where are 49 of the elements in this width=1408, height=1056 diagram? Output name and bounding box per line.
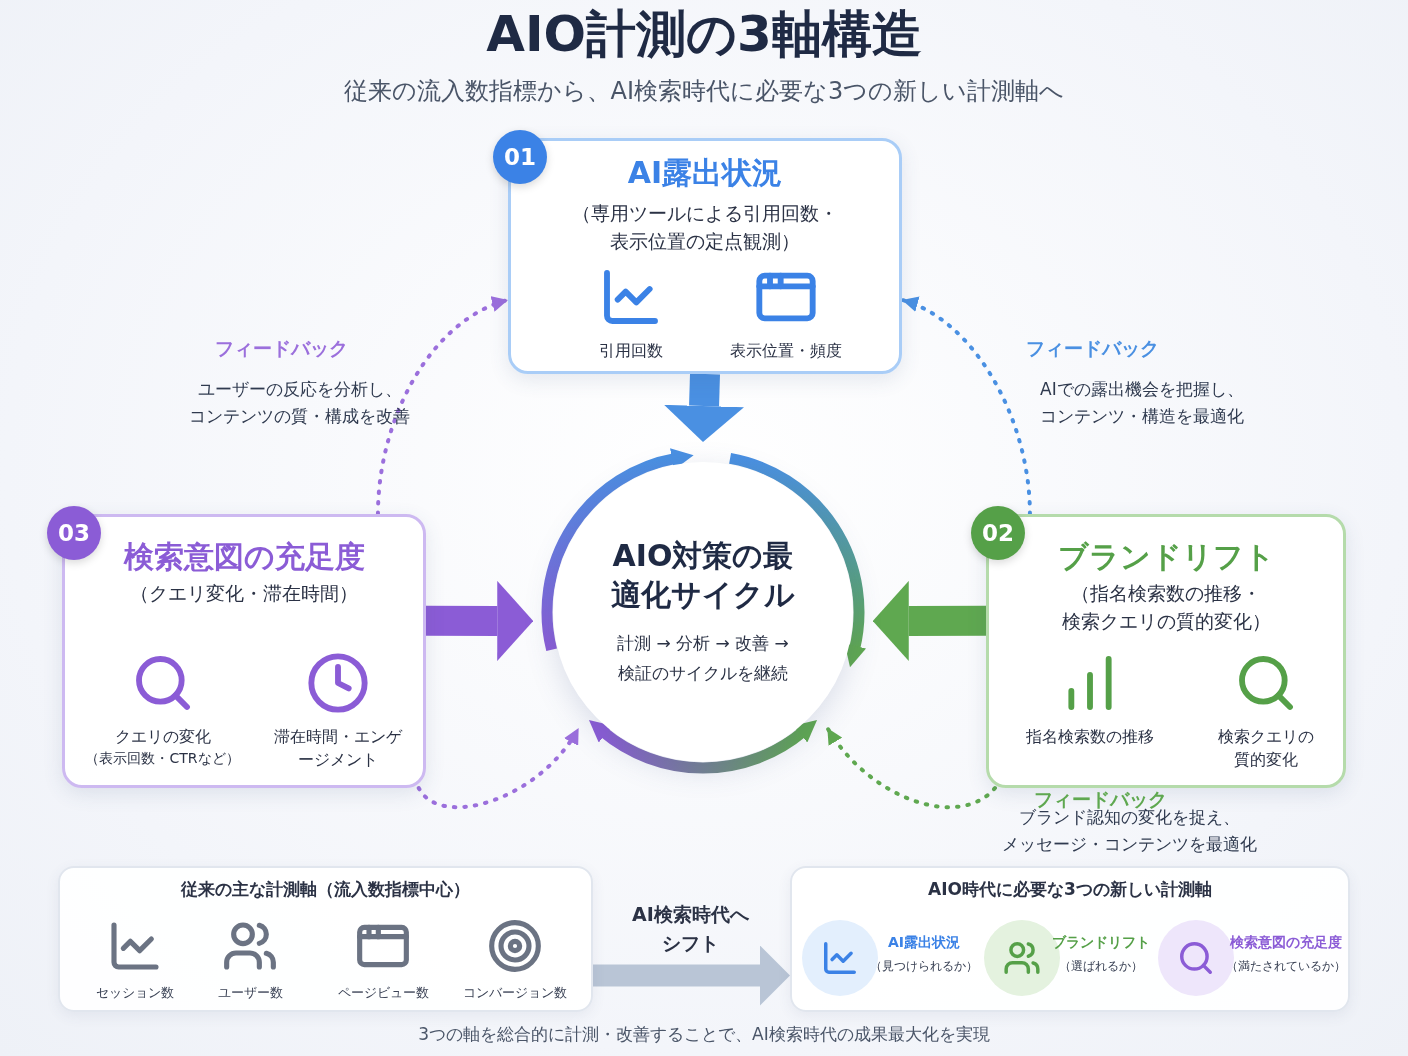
metric-label: クエリの変化 bbox=[114, 726, 211, 748]
metric-label: 指名検索数の推移 bbox=[1026, 726, 1154, 748]
number-badge: 01 bbox=[493, 130, 547, 184]
metric-label: セッション数 bbox=[96, 984, 174, 1002]
axis-note: （選ばれるか） bbox=[1059, 958, 1143, 975]
metric-label: 引用回数 bbox=[599, 340, 663, 362]
dotted-arrow bbox=[825, 725, 997, 810]
metric-label: ユーザー数 bbox=[217, 984, 283, 1002]
summary-panel bbox=[790, 866, 1350, 1012]
card-title: AI露出状況 bbox=[627, 154, 783, 192]
panel-title: AIO時代に必要な3つの新しい計測軸 bbox=[928, 878, 1212, 901]
summary-panel bbox=[58, 866, 593, 1012]
metric-label: 滞在時間・エンゲージメント bbox=[273, 726, 404, 771]
metric-label: コンバージョン数 bbox=[463, 984, 567, 1002]
block-arrow bbox=[664, 373, 745, 442]
number-badge: 02 bbox=[971, 506, 1025, 560]
card-description: （指名検索数の推移・検索クエリの質的変化） bbox=[1060, 581, 1272, 634]
metric-label: 表示位置・頻度 bbox=[729, 340, 842, 362]
axis-note: （見つけられるか） bbox=[870, 958, 978, 975]
metric-note: （表示回数・CTRなど） bbox=[85, 749, 240, 768]
dotted-arrow bbox=[900, 297, 1032, 516]
edge-label: AI検索時代へシフト bbox=[631, 902, 750, 956]
axis-title: 検索意図の充足度 bbox=[1230, 934, 1342, 952]
card-title: 検索意図の充足度 bbox=[123, 538, 365, 576]
title: AIO計測の3軸構造 bbox=[486, 4, 922, 64]
caption: 3つの軸を総合的に計測・改善することで、AI検索時代の成果最大化を実現 bbox=[418, 1023, 990, 1046]
edge-label: フィードバック bbox=[1026, 336, 1159, 361]
card-description: （クエリ変化・滞在時間） bbox=[129, 581, 359, 606]
metric-label: ページビュー数 bbox=[337, 984, 429, 1002]
axis-title: ブランドリフト bbox=[1052, 934, 1150, 952]
subtitle: 従来の流入数指標から、AI検索時代に必要な3つの新しい計測軸へ bbox=[342, 76, 1066, 107]
axis-note: （満たされているか） bbox=[1226, 958, 1346, 975]
cycle-title: AIO対策の最適化サイクル bbox=[610, 537, 796, 614]
note-text: AIでの露出機会を把握し、コンテンツ・構造を最適化 bbox=[1040, 378, 1245, 428]
block-arrow bbox=[426, 580, 534, 661]
block-arrow bbox=[872, 580, 986, 661]
axis-title: AI露出状況 bbox=[887, 934, 960, 952]
cycle-description: 計測 → 分析 → 改善 → 検証のサイクルを継続 bbox=[616, 632, 790, 685]
block-arrow bbox=[593, 945, 790, 1006]
dotted-arrow bbox=[416, 725, 581, 810]
edge-label: フィードバック bbox=[1034, 787, 1167, 810]
note-text: ユーザーの反応を分析し、コンテンツの質・構成を改善 bbox=[188, 378, 411, 428]
card-title: ブランドリフト bbox=[1057, 538, 1275, 576]
number-badge: 03 bbox=[47, 506, 101, 560]
panel-title: 従来の主な計測軸（流入数指標中心） bbox=[181, 878, 470, 901]
metric-label: 検索クエリの質的変化 bbox=[1216, 726, 1315, 771]
dotted-arrow bbox=[375, 297, 510, 516]
card-description: （専用ツールによる引用回数・表示位置の定点観測） bbox=[571, 201, 839, 254]
edge-label: フィードバック bbox=[215, 336, 348, 361]
